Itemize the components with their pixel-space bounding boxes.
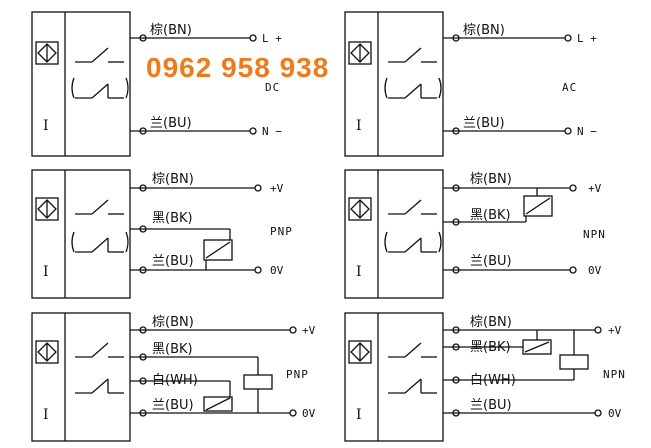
sensor-body xyxy=(344,312,444,442)
sensor-face-icon xyxy=(348,197,372,221)
panel-npn-4wire xyxy=(344,312,602,442)
wire-label: 棕(BN) xyxy=(470,172,512,187)
sensor-body xyxy=(31,169,131,299)
wire-label: 黑(BK) xyxy=(152,342,193,357)
load-relay-icon xyxy=(203,396,233,412)
wire-label: 兰(BU) xyxy=(463,116,505,131)
output-type-label: NPN xyxy=(603,368,626,381)
terminal-label: 0V xyxy=(588,264,602,277)
switch-no-icon xyxy=(75,199,124,215)
sensor-roman-label: I xyxy=(43,118,49,134)
sensor-roman-label: I xyxy=(356,264,362,280)
sensor-face-icon xyxy=(348,41,372,65)
terminal-label: 0V xyxy=(302,407,316,420)
switch-no-icon xyxy=(75,47,124,63)
output-type-label: PNP xyxy=(286,368,309,381)
sensor-body xyxy=(344,169,444,299)
terminal-label: +V xyxy=(588,182,602,195)
wire-label: 兰(BU) xyxy=(470,398,512,413)
load-relay-icon xyxy=(243,374,273,390)
supply-type-label: AC xyxy=(562,81,577,94)
terminal-label: N − xyxy=(262,125,282,138)
output-type-label: NPN xyxy=(583,228,606,241)
sensor-body xyxy=(31,312,131,442)
switch-no-icon xyxy=(388,47,437,63)
panel-pnp-4wire xyxy=(31,312,297,442)
terminal-label: L + xyxy=(262,32,282,45)
sensor-face-icon xyxy=(35,41,59,65)
terminal-label: +V xyxy=(608,324,622,337)
wire-label: 黑(BK) xyxy=(470,208,511,223)
wire-label: 棕(BN) xyxy=(150,23,192,38)
load-relay-icon xyxy=(523,195,553,217)
phone-overlay-text: 0962 958 938 xyxy=(146,52,329,83)
wire-label: 白(WH) xyxy=(152,372,198,388)
wire-label: 棕(BN) xyxy=(470,315,512,330)
sensor-roman-label: I xyxy=(43,407,49,423)
wire-label: 兰(BU) xyxy=(150,116,192,131)
switch-nc-icon xyxy=(71,231,129,253)
sensor-roman-label: I xyxy=(356,407,362,423)
switch-nc-icon xyxy=(71,77,129,99)
panel-dc-2wire xyxy=(31,11,257,157)
switch-no-icon xyxy=(388,342,437,358)
switch-nc-icon xyxy=(384,231,442,253)
sensor-roman-label: I xyxy=(356,118,362,134)
sensor-roman-label: I xyxy=(43,264,49,280)
terminal-label: +V xyxy=(270,182,284,195)
switch-nc-icon xyxy=(384,77,442,99)
load-relay-icon xyxy=(203,239,233,261)
sensor-body xyxy=(31,11,131,157)
wire-label: 兰(BU) xyxy=(470,254,512,269)
sensor-body xyxy=(344,11,444,157)
switch-nc-icon xyxy=(75,378,124,394)
wire-label: 棕(BN) xyxy=(152,315,194,330)
terminal-label: N − xyxy=(577,125,597,138)
output-type-label: PNP xyxy=(270,225,293,238)
sensor-face-icon xyxy=(35,197,59,221)
supply-type-label: DC xyxy=(265,81,280,94)
wire-label: 棕(BN) xyxy=(152,172,194,187)
wire-label: 白(WH) xyxy=(470,372,516,388)
terminal-label: +V xyxy=(302,324,316,337)
sensor-face-icon xyxy=(35,340,59,364)
terminal-label: 0V xyxy=(608,407,622,420)
wire-label: 兰(BU) xyxy=(152,254,194,269)
terminal-label: 0V xyxy=(270,264,284,277)
wire-label: 黑(BK) xyxy=(152,211,193,226)
panel-npn-3wire xyxy=(344,169,577,299)
wire-label: 棕(BN) xyxy=(463,23,505,38)
load-relay-icon xyxy=(559,354,589,370)
terminal-label: L + xyxy=(577,32,597,45)
switch-no-icon xyxy=(75,342,124,358)
wire-label: 黑(BK) xyxy=(470,340,511,355)
wire-label: 兰(BU) xyxy=(152,398,194,413)
panel-pnp-3wire xyxy=(31,169,262,299)
switch-no-icon xyxy=(388,199,437,215)
sensor-face-icon xyxy=(348,340,372,364)
switch-nc-icon xyxy=(388,378,437,394)
panel-ac-2wire xyxy=(344,11,572,157)
